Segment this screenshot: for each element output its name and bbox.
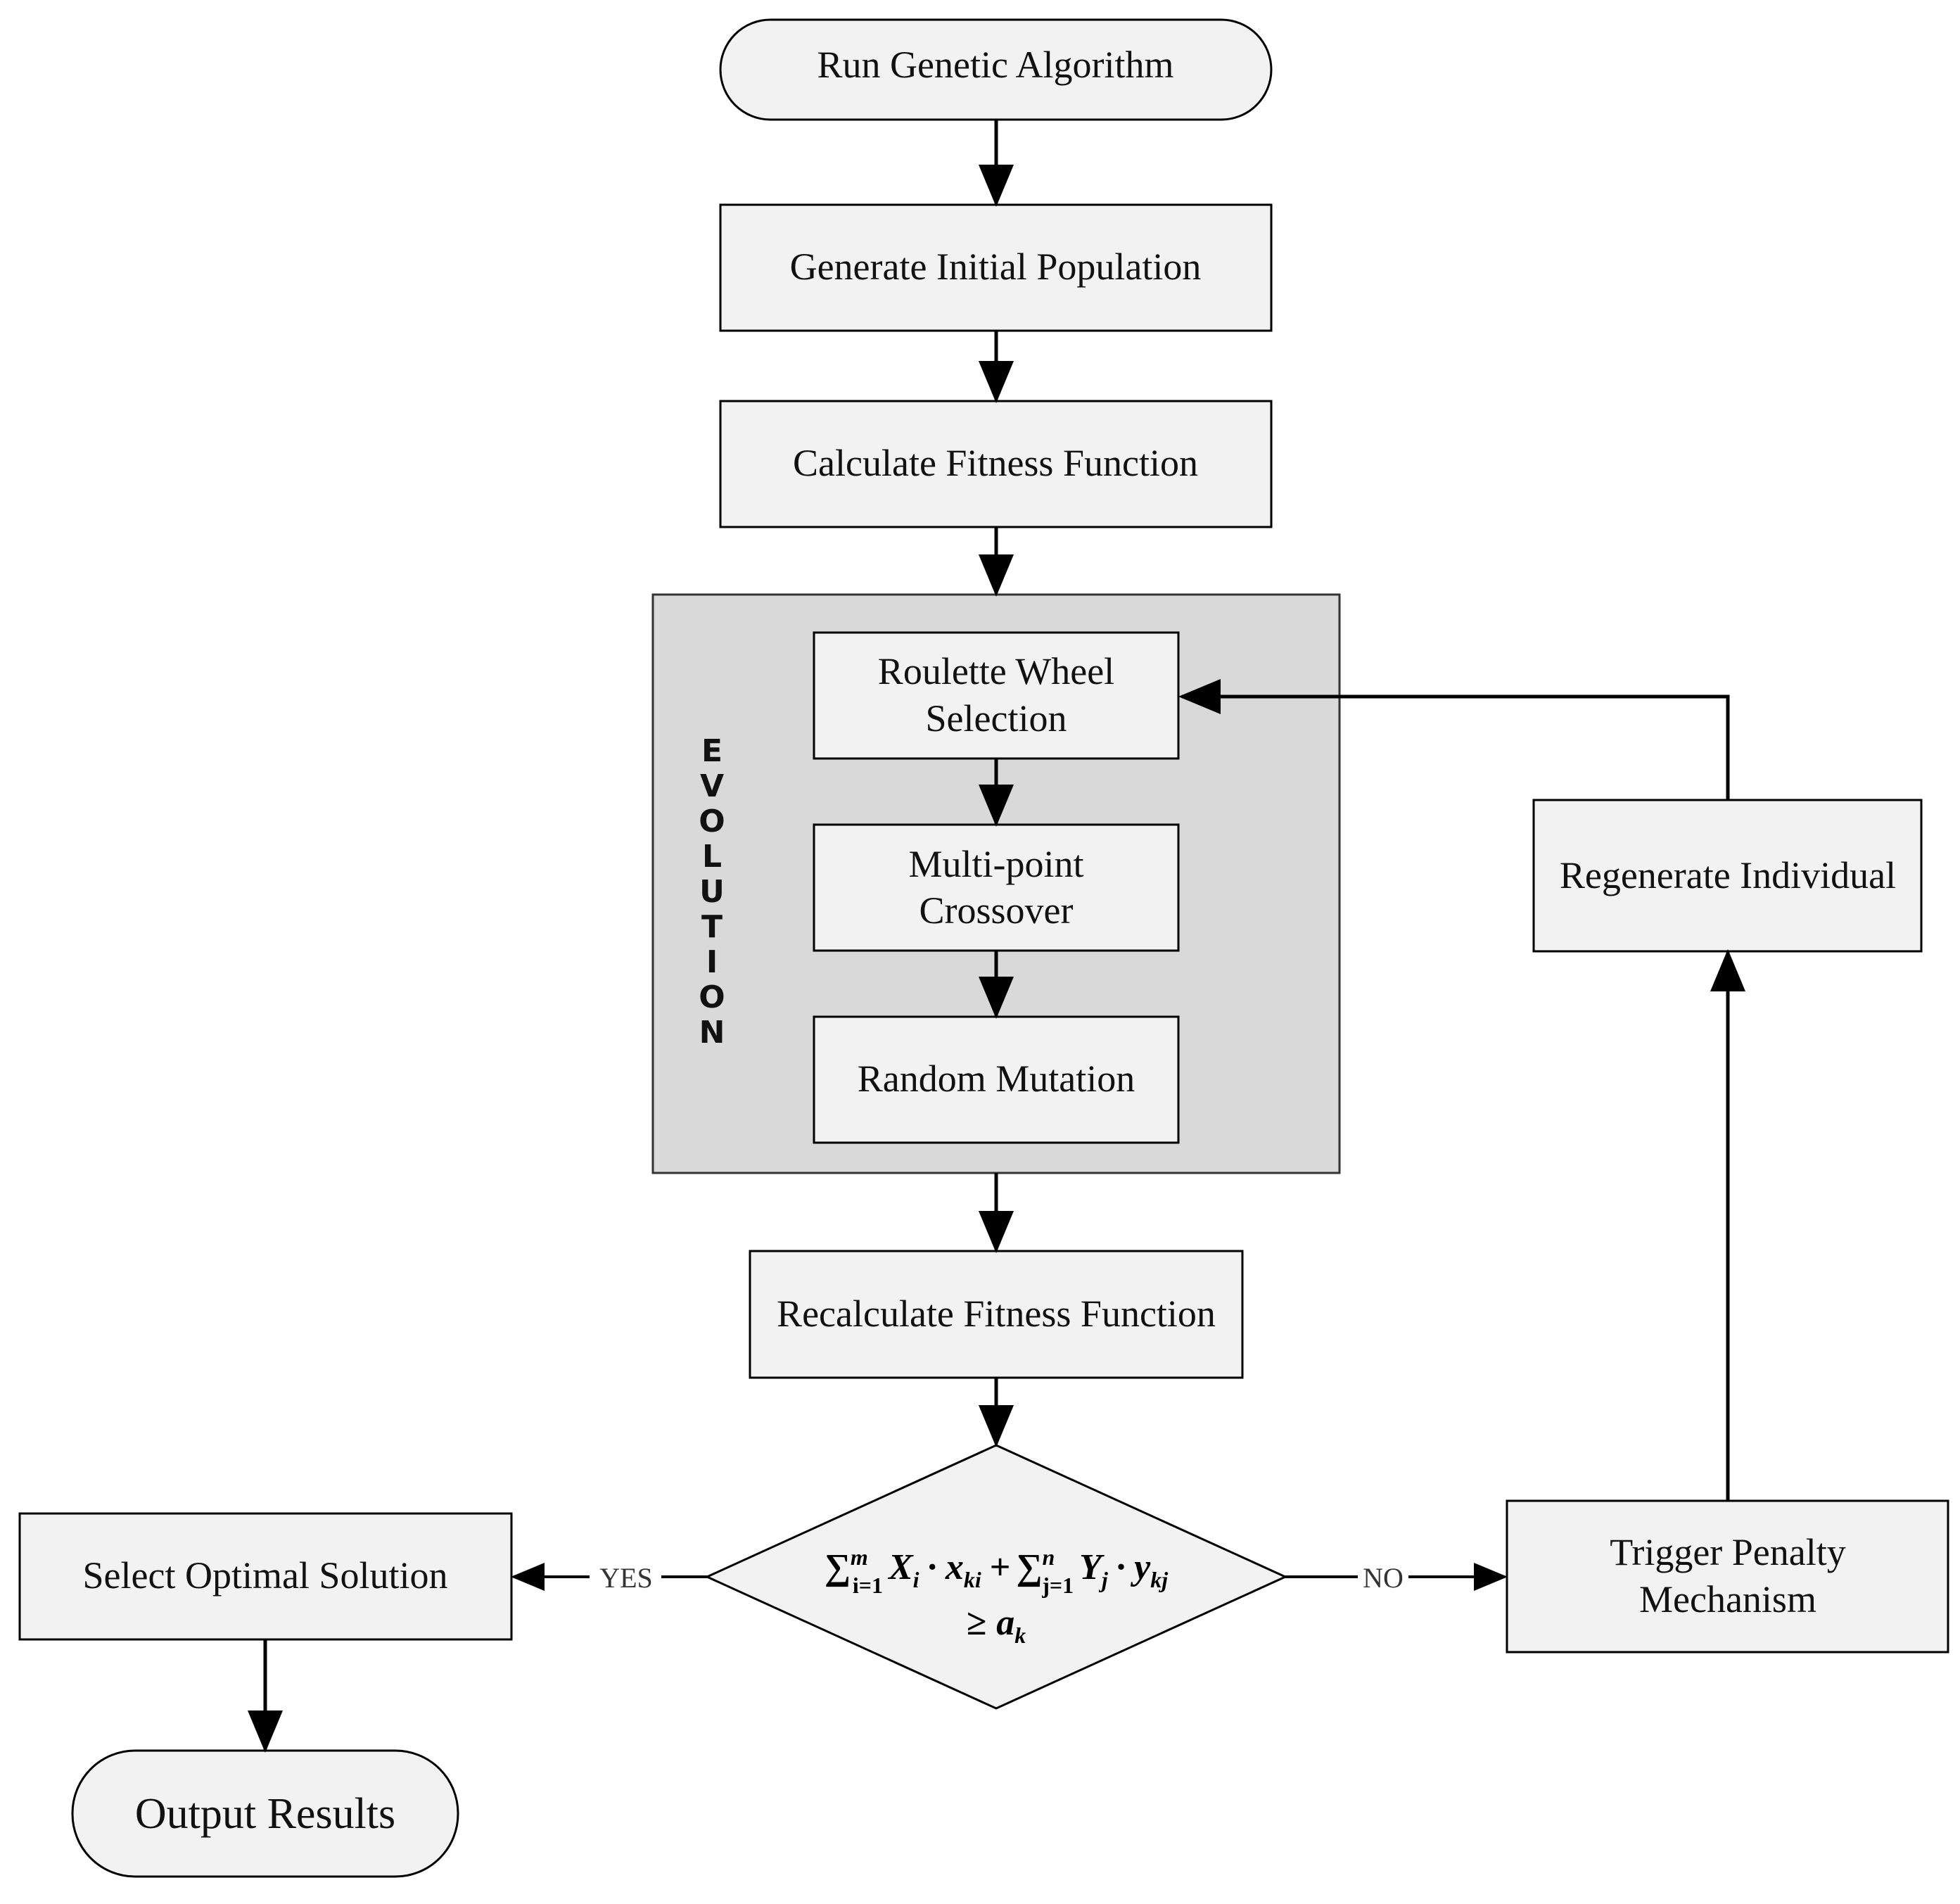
regenerate-label: Regenerate Individual <box>1560 854 1896 896</box>
select-optimal-box <box>18 1512 513 1641</box>
mutation-box <box>813 1015 1180 1144</box>
calc-fitness-label: Calculate Fitness Function <box>793 442 1198 484</box>
recalc-fitness-box <box>749 1250 1244 1379</box>
penalty-box <box>1506 1499 1949 1654</box>
evolution-letter: I <box>706 944 718 980</box>
output-label: Output Results <box>135 1790 395 1838</box>
selection-label-line2: Selection <box>926 697 1067 740</box>
selection-label-line1: Roulette Wheel <box>878 650 1114 692</box>
start-label: Run Genetic Algorithm <box>817 44 1174 86</box>
select-optimal-label: Select Optimal Solution <box>83 1554 448 1597</box>
evolution-letter: O <box>699 979 725 1015</box>
evolution-letter: O <box>699 804 725 839</box>
penalty-label-line1: Trigger Penalty <box>1610 1531 1846 1573</box>
crossover-label-line2: Crossover <box>919 889 1074 932</box>
evolution-letter: V <box>700 768 724 804</box>
yes-label: YES <box>599 1562 653 1594</box>
decision-formula-line2: ≥ak <box>967 1603 1026 1648</box>
evolution-letter: N <box>699 1015 725 1051</box>
crossover-label-line1: Multi-point <box>908 843 1083 885</box>
init-population-label: Generate Initial Population <box>790 246 1202 288</box>
evolution-letter: U <box>699 874 725 910</box>
penalty-label-line2: Mechanism <box>1639 1578 1816 1620</box>
evolution-letter: E <box>701 733 723 769</box>
regenerate-box <box>1532 799 1923 953</box>
no-label: NO <box>1363 1562 1404 1594</box>
mutation-label: Random Mutation <box>858 1058 1135 1100</box>
recalc-fitness-label: Recalculate Fitness Function <box>777 1293 1216 1335</box>
calc-fitness-box <box>719 400 1273 528</box>
constraint-decision-diamond <box>704 1444 1288 1710</box>
evolution-letter: L <box>702 839 722 875</box>
evolution-letter: T <box>701 909 723 945</box>
arrow-regenerate-to-selection <box>1178 679 1730 800</box>
selection-box <box>813 631 1180 760</box>
